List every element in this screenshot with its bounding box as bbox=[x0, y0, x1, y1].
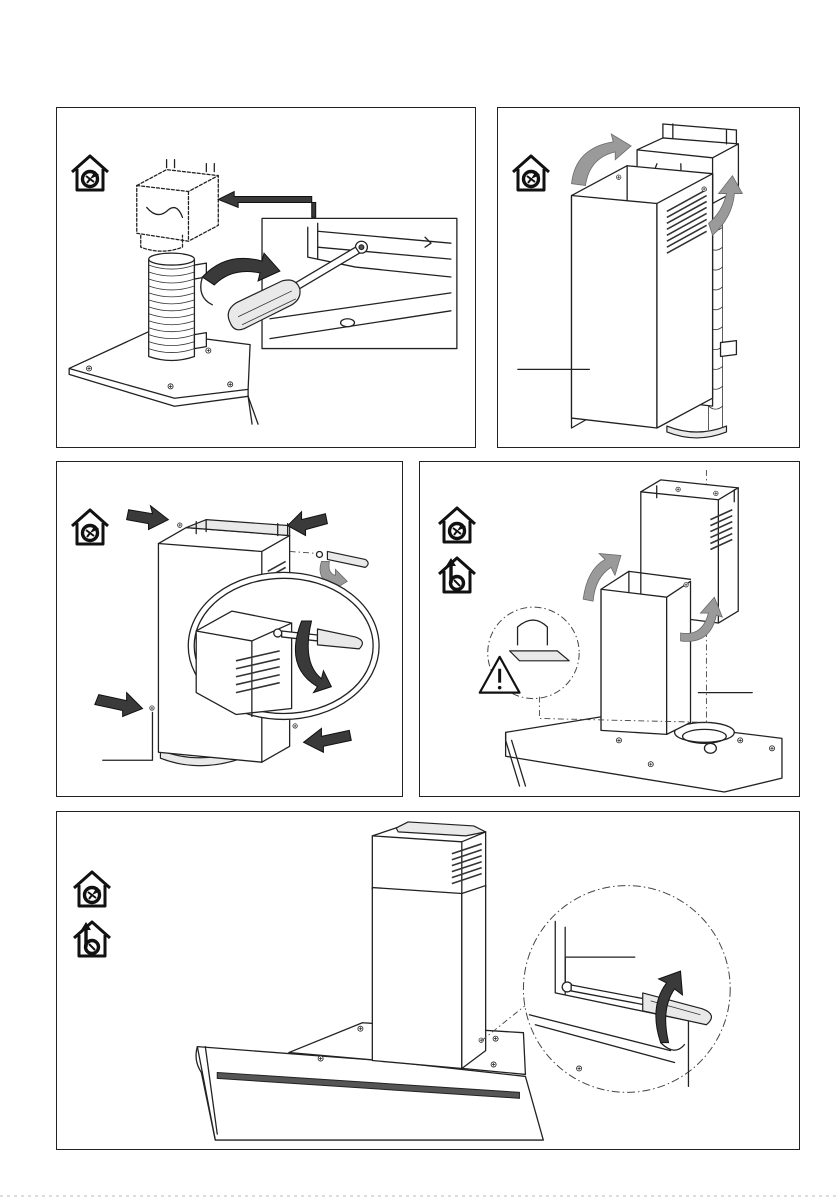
lower-chimney bbox=[601, 571, 690, 734]
flexible-duct bbox=[149, 253, 195, 360]
illustration-duct-bracket bbox=[57, 108, 475, 447]
magnified-screw-detail bbox=[523, 886, 730, 1093]
illustration-chimney-fit bbox=[498, 108, 799, 447]
illustration-chimney-screws bbox=[57, 462, 402, 796]
step-panel-1 bbox=[56, 107, 476, 448]
step-panel-3 bbox=[56, 461, 403, 797]
illustration-chimney-assembly bbox=[420, 462, 799, 796]
step-panel-2 bbox=[497, 107, 800, 448]
chimney-upper-section bbox=[372, 822, 485, 896]
inset-detail bbox=[201, 218, 457, 348]
step-panel-4 bbox=[419, 461, 800, 797]
upper-bracket-outline bbox=[137, 160, 219, 251]
page-footer-strip bbox=[0, 1186, 840, 1192]
step-panel-5 bbox=[56, 811, 800, 1150]
chimney-cover bbox=[572, 166, 713, 428]
chimney-lower-section bbox=[372, 886, 485, 1069]
magnified-detail bbox=[188, 572, 379, 719]
illustration-final-fixing bbox=[57, 812, 799, 1149]
